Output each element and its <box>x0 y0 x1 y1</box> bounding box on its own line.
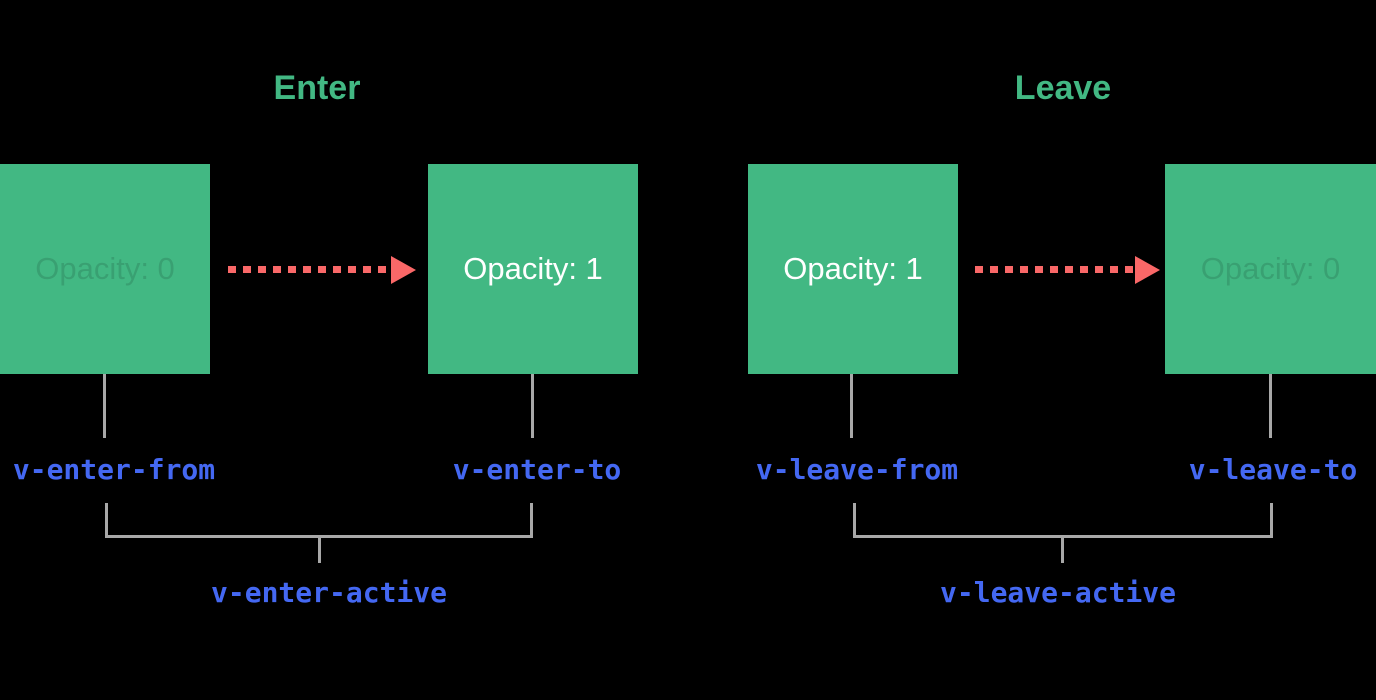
enter-to-box: Opacity: 1 <box>428 164 638 374</box>
leave-active-class-label: v-leave-active <box>939 576 1177 609</box>
enter-to-connector-line <box>531 374 534 438</box>
enter-from-class-label: v-enter-from <box>12 453 216 486</box>
leave-to-box-label: Opacity: 0 <box>1200 251 1341 286</box>
enter-to-class-label: v-enter-to <box>452 453 622 486</box>
leave-from-box-label: Opacity: 1 <box>783 251 923 286</box>
enter-arrowhead-icon <box>391 256 416 284</box>
leave-transition-dashed-line <box>975 266 1135 273</box>
enter-to-box-label: Opacity: 1 <box>463 251 603 286</box>
leave-from-class-label: v-leave-from <box>755 453 959 486</box>
enter-from-box: Opacity: 0 <box>0 164 210 374</box>
leave-to-connector-line <box>1269 374 1272 438</box>
leave-from-connector-line <box>850 374 853 438</box>
leave-from-box: Opacity: 1 <box>748 164 958 374</box>
leave-active-bracket <box>853 503 1273 538</box>
leave-to-class-label: v-leave-to <box>1188 453 1358 486</box>
enter-section-title: Enter <box>273 69 361 107</box>
enter-active-class-label: v-enter-active <box>210 576 448 609</box>
enter-active-bracket-stem <box>318 538 321 563</box>
leave-to-box: Opacity: 0 <box>1165 164 1376 374</box>
leave-active-bracket-stem <box>1061 538 1064 563</box>
enter-active-bracket <box>105 503 533 538</box>
enter-transition-dashed-line <box>228 266 391 273</box>
leave-section-title: Leave <box>1014 69 1112 107</box>
enter-from-box-label: Opacity: 0 <box>35 251 175 286</box>
leave-arrowhead-icon <box>1135 256 1160 284</box>
enter-from-connector-line <box>103 374 106 438</box>
